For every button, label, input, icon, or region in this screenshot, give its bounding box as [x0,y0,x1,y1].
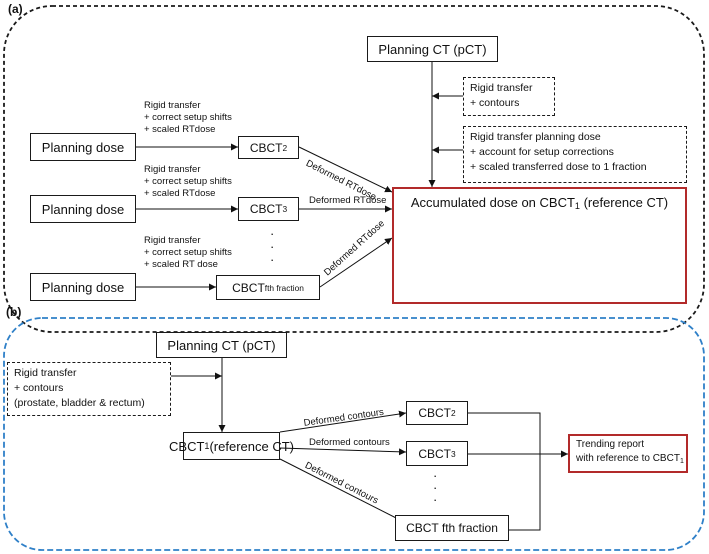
planning-dose-box-3: Planning dose [30,273,136,301]
panel-a-arrows [136,62,463,291]
planning-dose-box-1: Planning dose [30,133,136,161]
b-dash-line2: + contours [14,382,64,394]
rigid-contours-line2: + contours [470,97,520,109]
rigid-dose-line3: + scaled transferred dose to 1 fraction [470,161,647,173]
cbct3-a-main: CBCT [249,202,283,216]
trend-line1: Trending report [576,439,644,450]
accum-title-part2: (reference CT) [579,195,669,210]
cbct2-b-main: CBCT [418,406,451,420]
cbct2-a-main: CBCT [249,140,283,155]
row3-note-line2: + correct setup shifts [144,247,232,258]
deformed-contours-label-2: Deformed contours [309,437,390,448]
row2-note-line2: + correct setup shifts [144,176,232,187]
panel-a-label: (a) [8,2,23,16]
row2-transfer-note: Rigid transfer + correct setup shifts + … [144,164,232,200]
row1-note-line3: + scaled RTdose [144,124,216,135]
rigid-contours-line1: Rigid transfer [470,82,533,94]
b-dash-line3: (prostate, bladder & rectum) [14,397,145,409]
row1-note-line2: + correct setup shifts [144,112,232,123]
trend-line2-sub: 1 [679,458,684,465]
dot-a-3: · [270,252,275,267]
row2-note-line3: + scaled RTdose [144,188,216,199]
cbct3-a-sub: 3 [282,204,288,214]
panel-b-label: (b) [6,305,22,319]
accum-title-sub: 1 [574,201,580,211]
cbct-fth-box-b: CBCT fth fraction [395,515,509,541]
row2-deformed-label: Deformed RTdose [309,195,387,206]
trending-report-box: Trending report with reference to CBCT1 [568,434,688,473]
row3-note-line3: + scaled RT dose [144,259,218,270]
accum-title-part1: Accumulated dose on CBCT [410,195,575,210]
cbct-fth-a-sub: fth fraction [264,282,304,293]
ref-main: CBCT [169,438,205,454]
cbct2-a-sub: 2 [282,142,288,153]
trend-line2: with reference to CBCT1 [576,452,684,469]
dot-a-2: · [270,239,275,254]
planning-dose-box-2: Planning dose [30,195,136,223]
dot-b-2: · [433,480,438,495]
row2-note-line1: Rigid transfer [144,164,201,175]
cbct3-b-sub: 3 [451,448,456,459]
panel-a-border [3,5,705,333]
row3-note-line1: Rigid transfer [144,235,201,246]
cbct-fth-a-main: CBCT [232,280,265,295]
dot-b-3: · [433,492,438,507]
ellipsis-dots-b: · · · [433,468,438,507]
ref-suffix: (reference CT) [209,438,294,454]
b-dash-line1: Rigid transfer [14,367,77,379]
row3-transfer-note: Rigid transfer + correct setup shifts + … [144,235,232,271]
accumulated-dose-box: Accumulated dose on CBCT1 (reference CT) [392,187,687,304]
rigid-planning-dose-box: Rigid transfer planning dose + account f… [463,126,687,183]
ellipsis-dots-a: · · · [270,227,274,266]
rigid-dose-line1: Rigid transfer planning dose [470,131,601,143]
dot-b-1: · [433,468,438,483]
dot-a-1: · [270,226,275,241]
rigid-contours-box: Rigid transfer + contours [463,77,555,116]
accum-title: Accumulated dose on CBCT1 (reference CT) [411,195,668,211]
rigid-dose-line2: + account for setup corrections [470,146,614,158]
row1-note-line1: Rigid transfer [144,100,201,111]
ref-sub: 1 [204,441,210,451]
row1-transfer-note: Rigid transfer + correct setup shifts + … [144,100,232,136]
panel-b-arrows [171,354,568,531]
cbct2-b-sub: 2 [451,408,456,418]
planning-ct-box: Planning CT (pCT) [367,36,498,62]
panel-b-border [3,317,705,551]
planning-ct-box-b: Planning CT (pCT) [156,332,287,358]
trend-line2-main: with reference to CBCT [576,453,680,464]
rigid-contours-box-b: Rigid transfer + contours (prostate, bla… [7,362,171,416]
cbct3-b-main: CBCT [418,446,451,461]
